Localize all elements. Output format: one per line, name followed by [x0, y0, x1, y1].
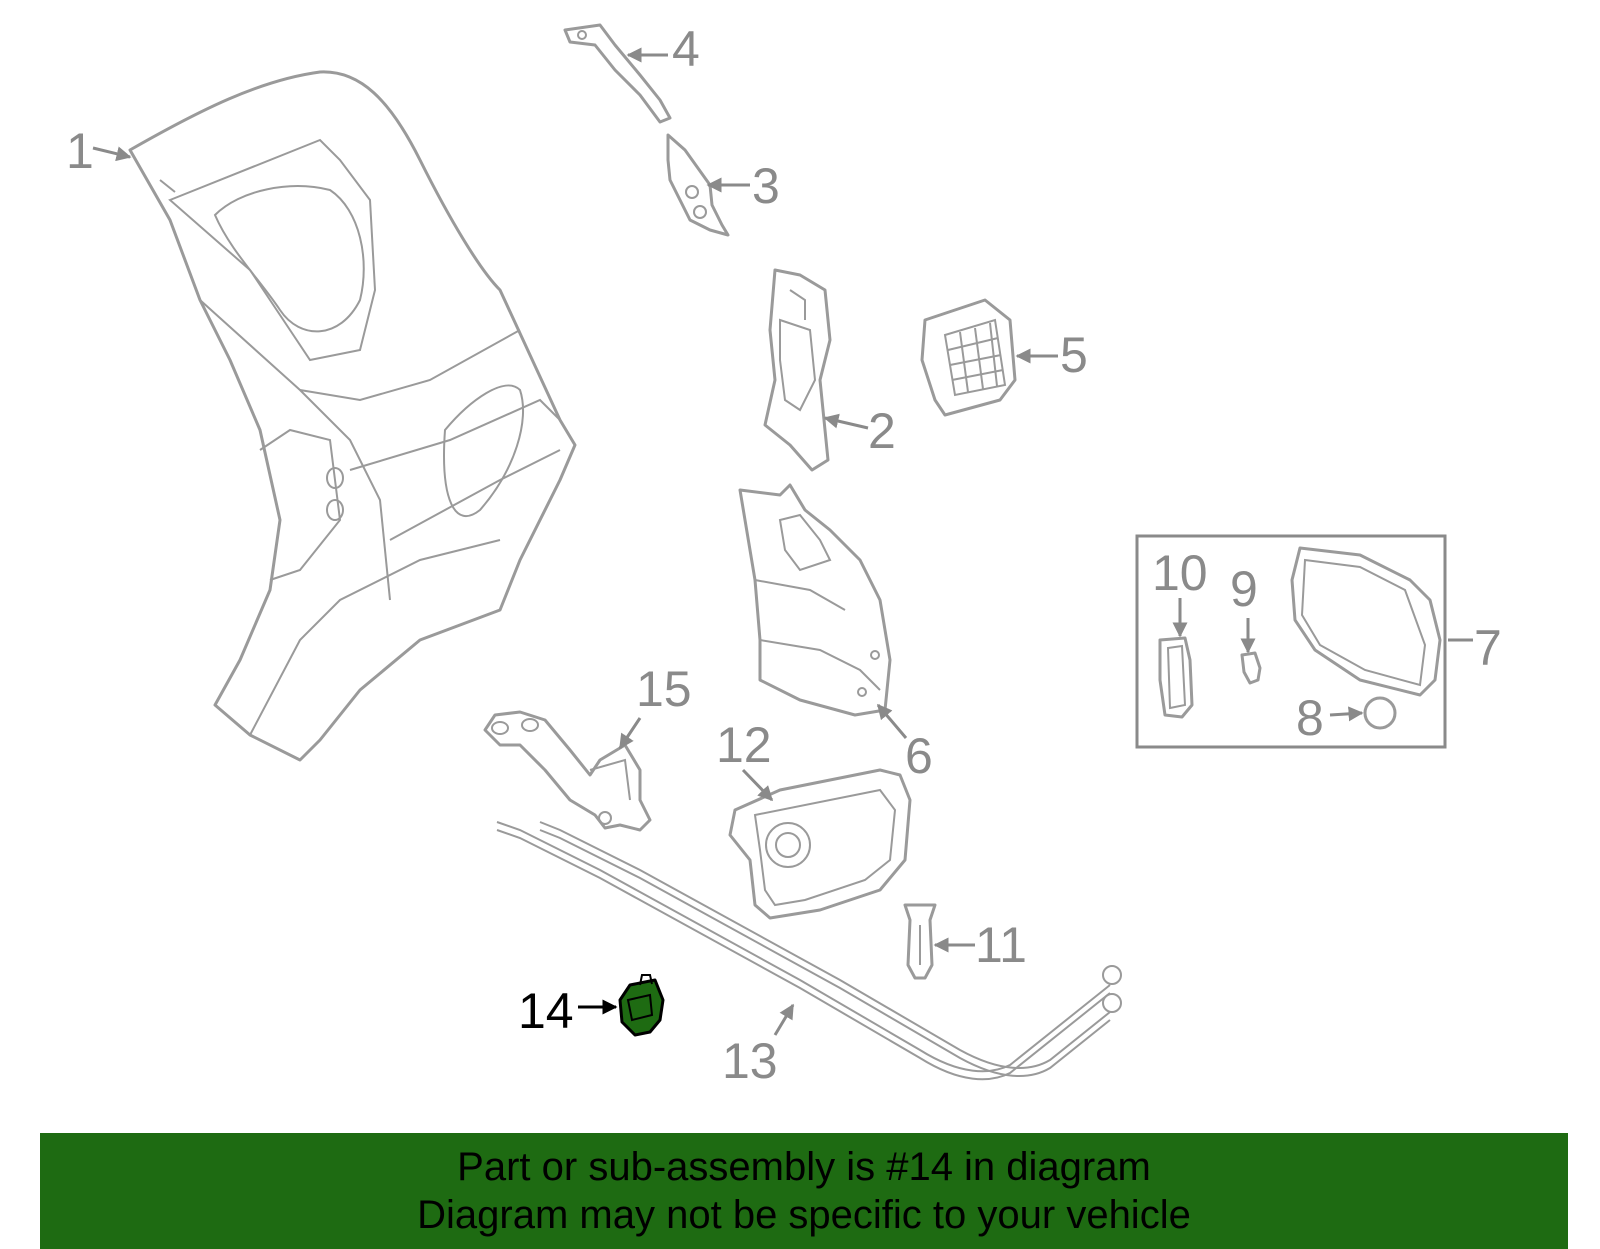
callout-15: 15: [636, 661, 692, 717]
callout-3: 3: [752, 158, 780, 214]
part-9-clip: [1240, 651, 1262, 685]
part-15-hinge-assembly: [483, 710, 652, 832]
part-10-hinge: [1158, 636, 1194, 719]
part-12-filler-housing: [728, 768, 912, 920]
footer-banner: Part or sub-assembly is #14 in diagram D…: [40, 1133, 1568, 1249]
callout-10: 10: [1152, 545, 1208, 601]
callout-14[interactable]: 14: [518, 983, 574, 1039]
callout-12: 12: [716, 717, 772, 773]
callout-4: 4: [672, 21, 700, 77]
part-6-splash-shield: [738, 483, 892, 717]
part-14-fastener[interactable]: [618, 974, 665, 1037]
callout-5: 5: [1060, 327, 1088, 383]
callout-7: 7: [1474, 620, 1502, 676]
part-5-vent-grille: [920, 298, 1017, 417]
callout-2: 2: [868, 403, 896, 459]
callout-8: 8: [1296, 690, 1324, 746]
part-1-quarter-panel: [128, 70, 577, 762]
part-7-fuel-door: [1290, 546, 1442, 697]
footer-disclaimer: Diagram may not be specific to your vehi…: [417, 1193, 1191, 1237]
inset-box: [1135, 534, 1447, 749]
callout-1: 1: [66, 123, 94, 179]
part-4-reinforcement: [563, 23, 672, 124]
callout-13: 13: [722, 1033, 778, 1089]
part-11-pin: [903, 903, 937, 980]
part-8-grommet: [1363, 696, 1397, 730]
callout-11: 11: [975, 917, 1027, 973]
callout-9: 9: [1230, 561, 1258, 617]
footer-part-note: Part or sub-assembly is #14 in diagram: [457, 1145, 1151, 1189]
part-2-bracket: [763, 268, 832, 472]
callout-6: 6: [905, 728, 933, 784]
part-13-cables: [496, 821, 1122, 1081]
part-3-small-bracket: [666, 133, 730, 237]
